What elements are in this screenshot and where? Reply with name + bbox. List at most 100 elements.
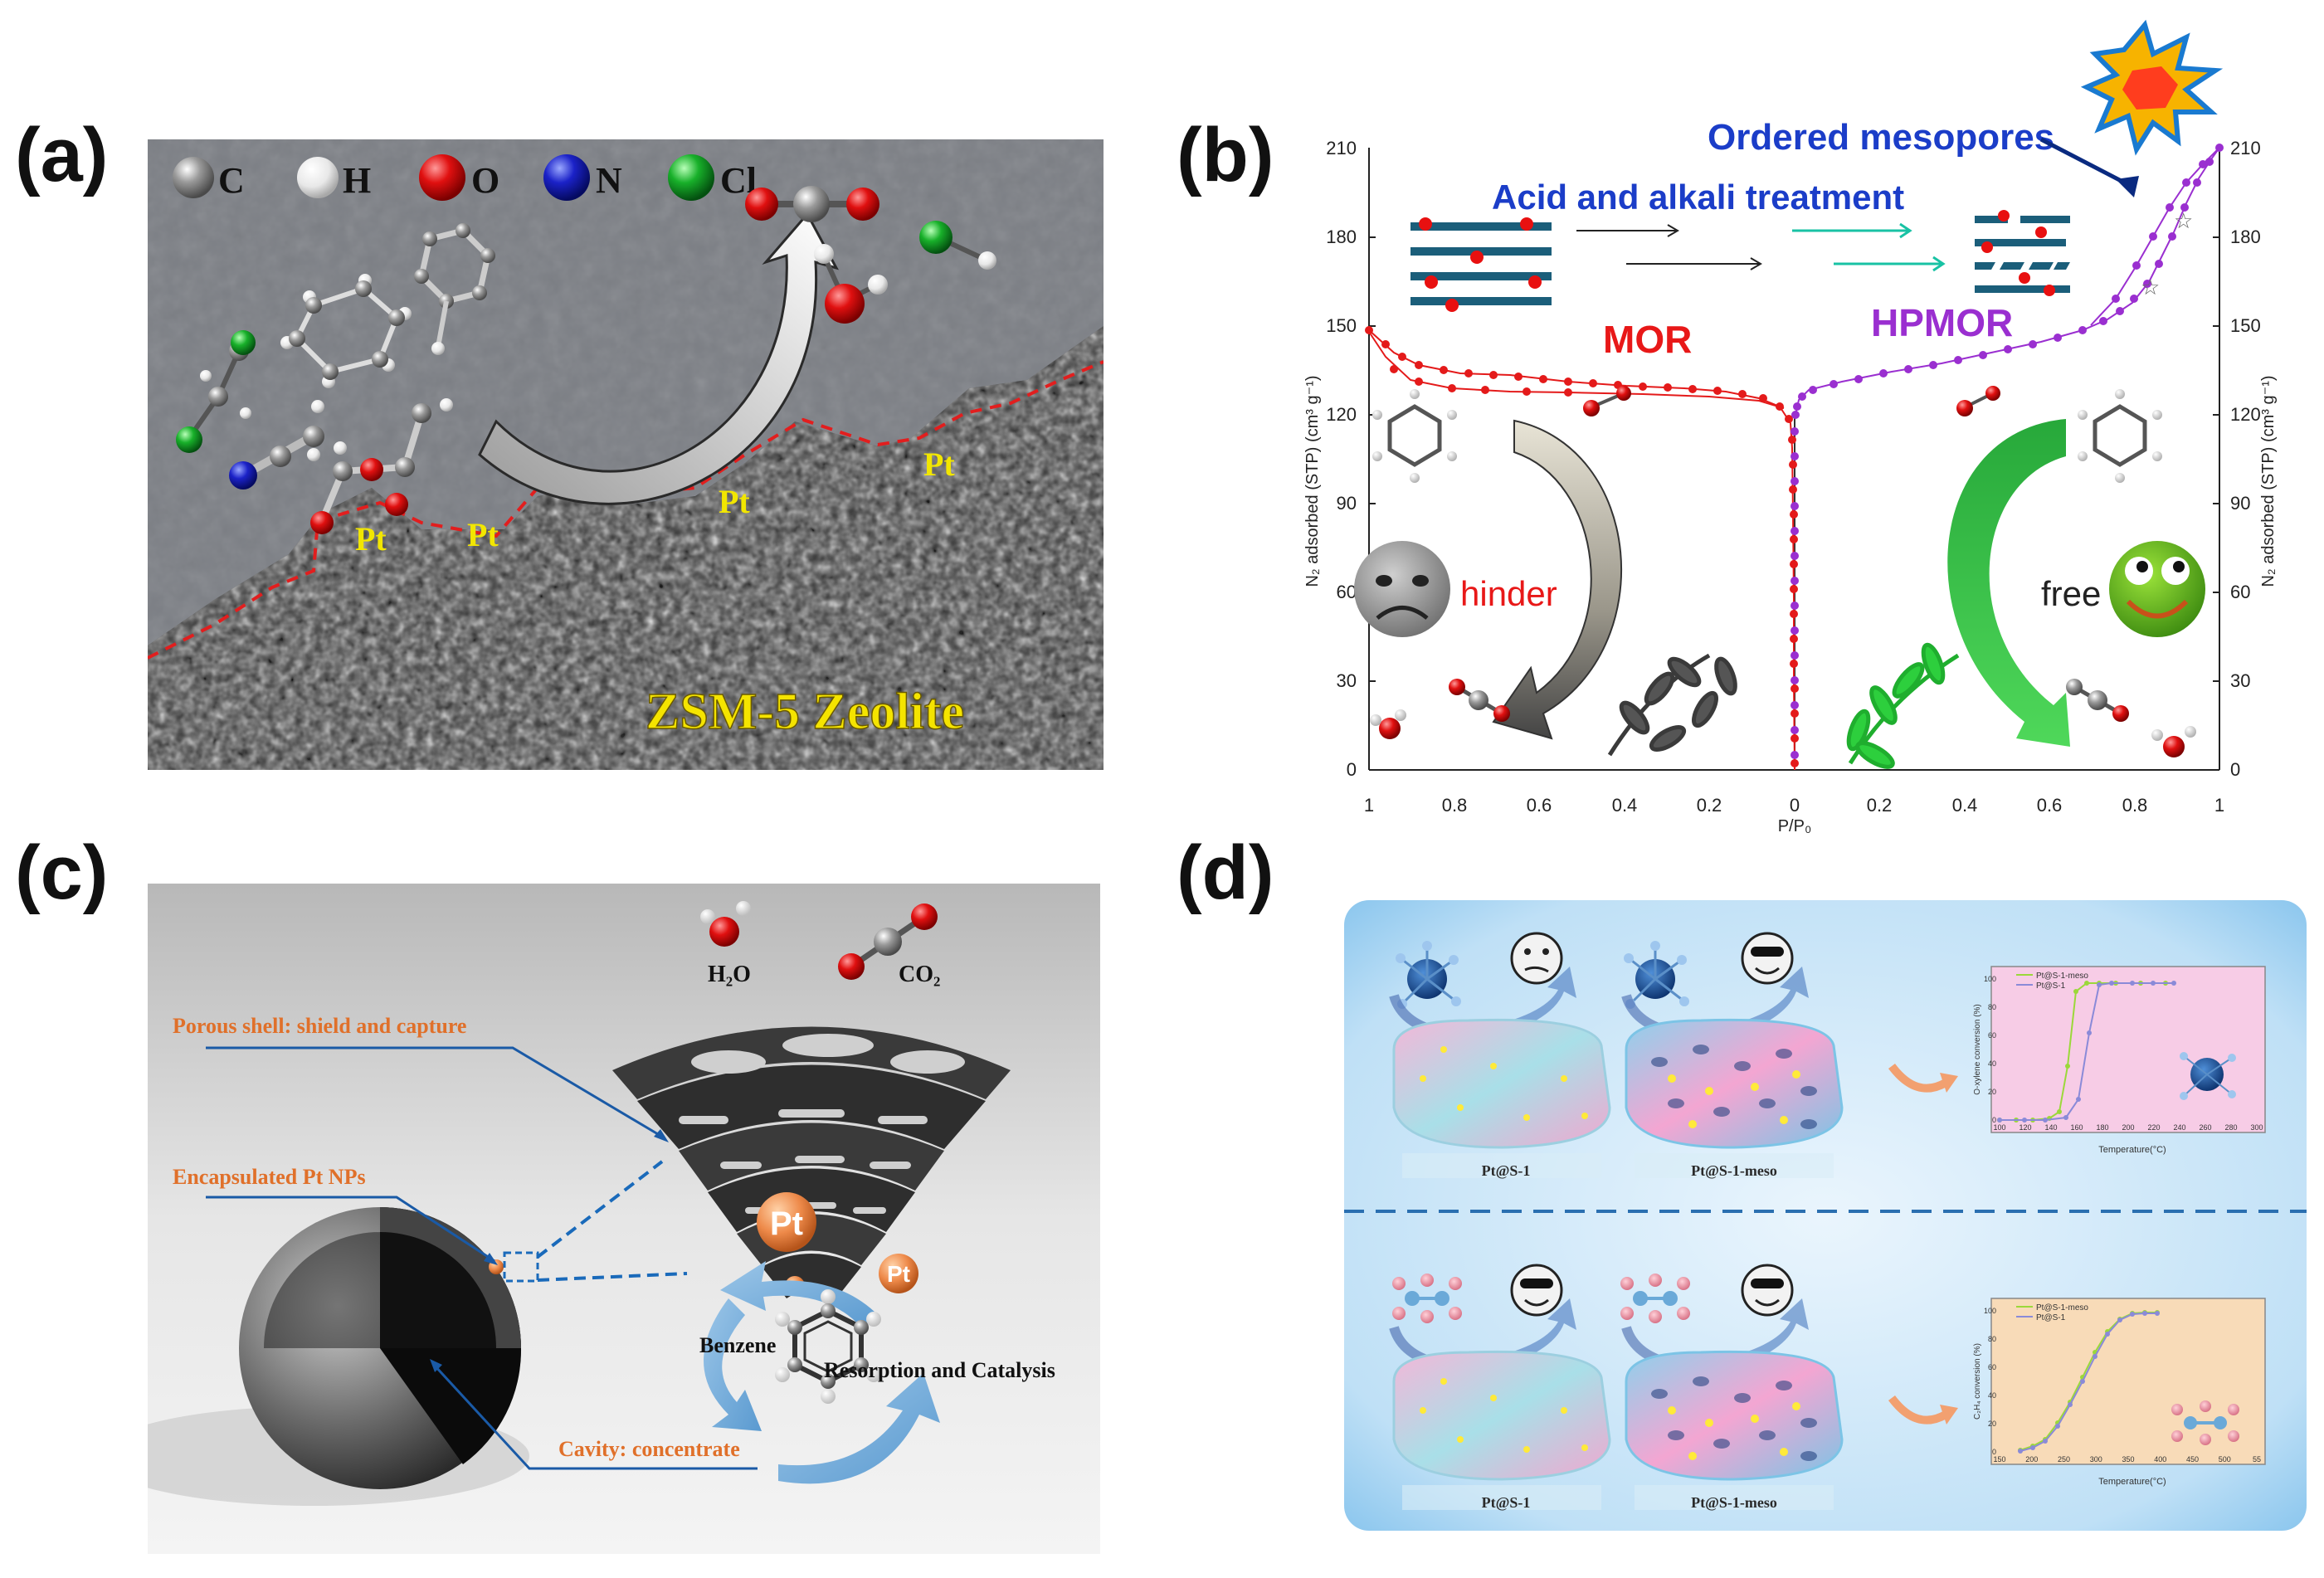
- orange-arrow-bottom: [1888, 1395, 1948, 1425]
- x-axis-label: P/P₀: [1778, 817, 1812, 835]
- pt-label-large: Pt: [770, 1205, 803, 1242]
- chart-bottom-x-tick: 55: [2253, 1455, 2261, 1464]
- chart-top-x-tick: 100: [1993, 1123, 2005, 1132]
- x-tick-right-1: 1: [2214, 795, 2224, 816]
- chart-top-x-tick: 140: [2044, 1123, 2057, 1132]
- porous-shell-leader: [206, 1046, 663, 1138]
- chart-bottom-series-s1-point: [2055, 1424, 2060, 1429]
- chart-bottom-series-s1-point: [2068, 1402, 2073, 1407]
- chart-bottom-x-tick: 400: [2154, 1455, 2166, 1464]
- y-axis-label-left: N₂ adsorbed (STP) (cm³ g⁻¹): [1303, 375, 1322, 587]
- chart-top-series-s1-point: [2063, 1115, 2068, 1120]
- cool-face-icon-top: [1741, 932, 1794, 985]
- atom-legend: C H O N Cl: [173, 154, 757, 201]
- legend-o-label: O: [471, 160, 499, 201]
- ethylene-molecule-2: [1620, 1274, 1690, 1323]
- chart-top-legend-s1: Pt@S-1: [2036, 981, 2066, 991]
- chart-bottom-y-tick: 20: [1988, 1420, 1996, 1428]
- chart-top-series-s1-point: [2130, 981, 2135, 986]
- y-tick-right-120: 120: [2230, 404, 2261, 425]
- co-molecule-left: [1583, 386, 1631, 416]
- legend-c-label: C: [218, 160, 245, 201]
- y-tick-left-90: 90: [1337, 493, 1357, 514]
- withered-plant-icon: [1607, 653, 1737, 757]
- chart-bottom-x-tick: 500: [2219, 1455, 2231, 1464]
- chart-bottom-y-tick: 60: [1988, 1363, 1996, 1371]
- cool-face-icon-bottom-1: [1510, 1264, 1563, 1317]
- chart-top-series-s1-point: [2097, 982, 2102, 987]
- y-tick-right-210: 210: [2230, 138, 2261, 158]
- chart-top-series-meso-point: [2057, 1109, 2062, 1114]
- chart-top-x-tick: 200: [2122, 1123, 2134, 1132]
- ethylene-molecule-chart: [2171, 1400, 2239, 1445]
- sunburst-icon: [2080, 19, 2224, 156]
- chart-bottom-series-s1-point: [2080, 1379, 2085, 1384]
- chart-top-y-tick: 100: [1984, 975, 1996, 983]
- dichloroethane-molecule: [176, 330, 256, 453]
- mor-isotherm: [1365, 326, 1799, 771]
- chart-top-series-meso-point: [2073, 989, 2078, 994]
- co2-molecule-right: [2066, 679, 2129, 722]
- x-tick-center-0: 0: [1790, 795, 1800, 816]
- benzene-molecule-left: [1372, 389, 1457, 483]
- process-arrows-black: [1576, 224, 1762, 270]
- chart-top-ylabel: O-xylene conversion (%): [1973, 1004, 1982, 1094]
- chart-top-y-tick: 80: [1988, 1003, 1996, 1011]
- h2o-molecule: [700, 901, 751, 947]
- chart-top-y-tick: 20: [1988, 1088, 1996, 1096]
- chart-bottom-legend-meso: Pt@S-1-meso: [2036, 1303, 2088, 1313]
- h2o-molecule: [814, 244, 888, 324]
- chart-top-legend: Pt@S-1-meso Pt@S-1: [2016, 972, 2088, 991]
- panel-d: Pt@S-1 Pt@S-1-meso: [1344, 900, 2307, 1531]
- chart-top-series-s1-point: [1997, 1118, 2002, 1123]
- pt-label-small: Pt: [887, 1261, 910, 1287]
- co2-molecule-left: [1449, 679, 1510, 722]
- chart-top-y-tick: 0: [1992, 1116, 1996, 1124]
- chart-bottom-legend: Pt@S-1-meso Pt@S-1: [2016, 1303, 2088, 1322]
- panel-label-b: (b): [1177, 113, 1274, 197]
- pt-nanoparticle-large: [757, 1192, 816, 1252]
- free-arrow: [1947, 419, 2070, 747]
- top-row: Pt@S-1 Pt@S-1-meso: [1389, 932, 2266, 1179]
- chart-bottom-series-s1-point: [2130, 1312, 2135, 1317]
- y-tick-left-60: 60: [1337, 582, 1357, 602]
- resorption-catalysis-label: Resorption and Catalysis: [824, 1358, 1055, 1382]
- pt-s1-particle-top: [1392, 1018, 1611, 1178]
- h2o-molecule-right: [2151, 726, 2196, 757]
- free-label: free: [2041, 574, 2101, 613]
- pt-s1-meso-particle-top: [1625, 1018, 1844, 1178]
- ordered-mesopores-title: Ordered mesopores: [1708, 117, 2054, 158]
- chart-bottom-y-tick: 40: [1988, 1391, 1996, 1400]
- process-arrows-teal: [1792, 222, 1946, 272]
- y-tick-right-180: 180: [2230, 226, 2261, 247]
- chart-top-series-s1-point: [2022, 1118, 2027, 1123]
- pt-s1-particle-bottom: [1392, 1350, 1611, 1510]
- y-tick-left-30: 30: [1337, 670, 1357, 691]
- y-tick-left-150: 150: [1326, 315, 1357, 336]
- chart-bottom-series-s1-point: [2030, 1445, 2035, 1450]
- chart-top-series-meso-point: [2084, 981, 2089, 986]
- cyclohexane-molecule: [280, 274, 412, 388]
- chart-top-x-tick: 260: [2199, 1123, 2211, 1132]
- chart-bottom-series-s1-point: [2105, 1332, 2110, 1337]
- left-y-ticks: 0 30 60 90 120 150 180 210: [1326, 138, 1357, 780]
- hinder-label: hinder: [1460, 574, 1557, 613]
- oxylene-molecule-2: [1624, 941, 1689, 1009]
- y-tick-right-30: 30: [2230, 670, 2250, 691]
- chart-top-series-meso-point: [2065, 1064, 2070, 1069]
- pt-s1-meso-particle-bottom: [1625, 1350, 1844, 1510]
- chart-top-x-tick: 180: [2096, 1123, 2108, 1132]
- ethyl-acetate-molecule: [307, 398, 453, 534]
- right-y-ticks: 0 30 60 90 120 150 180 210: [2230, 138, 2261, 780]
- green-plant-icon: [1846, 642, 1960, 769]
- chart-bottom-x-tick: 250: [2058, 1455, 2070, 1464]
- panel-b: 0 30 60 90 120 150 180 210 0 30 60 90 12…: [1294, 17, 2315, 838]
- x-tick-right-0.8: 0.8: [2122, 795, 2148, 816]
- ethylene-molecule-1: [1392, 1274, 1462, 1323]
- chart-bottom-series-s1-point: [2155, 1311, 2160, 1316]
- caption-pt-s1-top: Pt@S-1: [1482, 1162, 1531, 1179]
- oxylene-molecule-1: [1396, 941, 1461, 1009]
- x-tick-left-1: 1: [1364, 795, 1374, 816]
